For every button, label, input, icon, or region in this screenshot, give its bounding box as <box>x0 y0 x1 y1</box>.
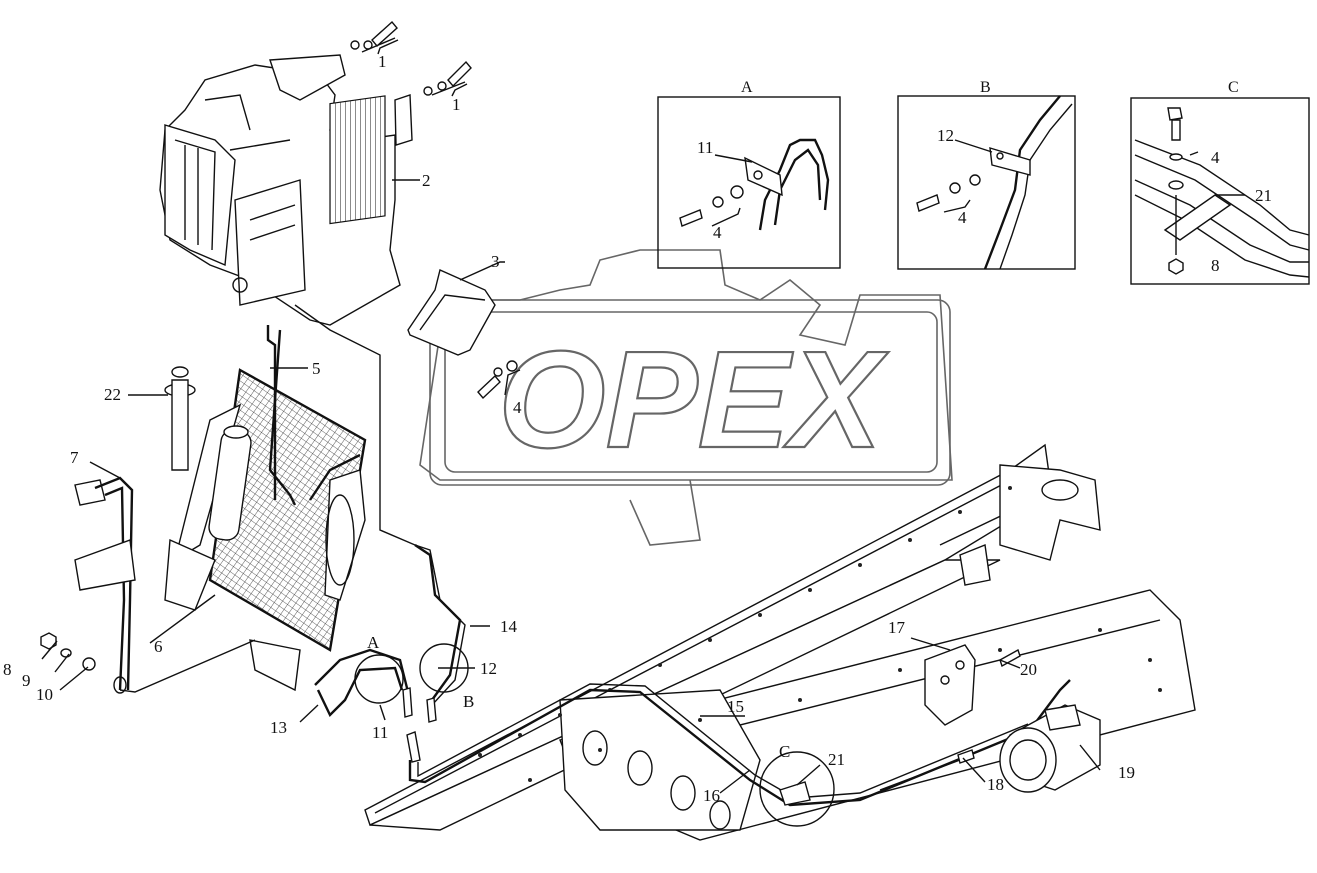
detail-b-title: B <box>980 79 991 96</box>
callout-11-main: 11 <box>372 723 388 742</box>
bolt-set-1-upper <box>350 20 398 53</box>
clamp-21 <box>779 781 811 806</box>
hvac-unit <box>159 54 413 326</box>
detail-c-callout-21: 21 <box>1255 186 1272 205</box>
nuts-8-9-10 <box>40 632 96 671</box>
callout-19: 19 <box>1118 763 1135 782</box>
callout-1a: 1 <box>378 52 387 71</box>
chassis-frame <box>364 443 1196 841</box>
ref-a-main: A <box>367 633 380 652</box>
detail-a-callout-4: 4 <box>713 223 722 242</box>
detail-c <box>1130 97 1310 285</box>
part-22 <box>164 366 196 471</box>
bolt-set-1-lower <box>423 60 472 96</box>
callout-8-main: 8 <box>3 660 12 679</box>
callout-4-bracket3: 4 <box>513 398 522 417</box>
callout-7: 7 <box>70 448 79 467</box>
detail-c-marker <box>759 751 835 827</box>
detail-a-callout-11: 11 <box>697 138 713 157</box>
callout-21-main: 21 <box>828 750 845 769</box>
ref-b-main: B <box>463 692 474 711</box>
ref-c-main: C <box>779 742 790 761</box>
watermark-text: OPEX <box>498 323 888 477</box>
callout-9: 9 <box>22 671 31 690</box>
crossmember-holes <box>582 730 731 830</box>
detail-c-title: C <box>1228 79 1239 96</box>
hose-7 <box>74 476 136 694</box>
callout-2: 2 <box>422 171 431 190</box>
callout-1b: 1 <box>452 95 461 114</box>
callout-13: 13 <box>270 718 287 737</box>
callout-18: 18 <box>987 775 1004 794</box>
detail-b-callout-12: 12 <box>937 126 954 145</box>
callout-14: 14 <box>500 617 518 636</box>
compressor-19 <box>924 644 1101 793</box>
callout-16: 16 <box>703 786 720 805</box>
watermark-logo: OPEX <box>419 249 953 546</box>
leader-lines <box>41 39 1101 794</box>
condenser <box>164 368 367 692</box>
rail-rivets <box>478 486 1162 782</box>
bracket-3 <box>407 269 518 400</box>
detail-a-title: A <box>741 79 753 96</box>
callout-5: 5 <box>312 359 321 378</box>
callout-labels: 1 1 2 3 4 5 22 7 6 8 9 10 13 11 12 14 15… <box>3 52 1272 805</box>
detail-c-callout-4: 4 <box>1211 148 1220 167</box>
callout-3: 3 <box>491 252 500 271</box>
detail-b <box>897 95 1076 270</box>
callout-12-main: 12 <box>480 659 497 678</box>
callout-22: 22 <box>104 385 121 404</box>
detail-c-callout-8: 8 <box>1211 256 1220 275</box>
hose-lines <box>266 304 469 763</box>
callout-17: 17 <box>888 618 906 637</box>
callout-20: 20 <box>1020 660 1037 679</box>
detail-b-callout-4: 4 <box>958 208 967 227</box>
detail-a <box>657 96 841 269</box>
callout-6: 6 <box>154 637 163 656</box>
callout-10: 10 <box>36 685 53 704</box>
detail-a-marker <box>354 654 404 704</box>
callout-15: 15 <box>727 697 744 716</box>
